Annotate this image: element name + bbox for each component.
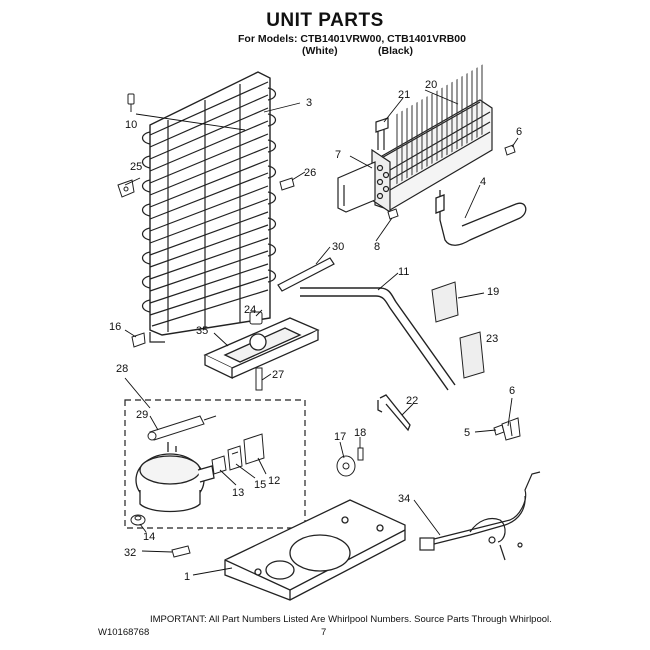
- callout-18: 18: [354, 427, 366, 439]
- base-plate-part-1: [224, 499, 406, 601]
- bracket-part-25: [117, 179, 135, 198]
- fan-condenser-assembly: [371, 62, 493, 214]
- models-line: For Models: CTB1401VRW00, CTB1401VRB00: [238, 33, 466, 45]
- relay-part-15: [227, 445, 243, 471]
- callout-1: 1: [184, 571, 190, 583]
- wire-harness-part-34: [419, 471, 541, 561]
- condenser-coil: [141, 71, 277, 343]
- compressor: [135, 442, 215, 513]
- compressor-group-box: [124, 399, 306, 529]
- grommet-part-14: [130, 514, 146, 526]
- color-black-label: (Black): [378, 45, 414, 57]
- color-white-label: (White): [302, 45, 338, 57]
- fan-blade-part-17: [336, 455, 356, 477]
- screw-part-6-upper: [504, 144, 516, 156]
- gasket-part-19: [431, 281, 459, 323]
- gasket-part-23: [459, 331, 485, 379]
- callout-14: 14: [143, 531, 155, 543]
- callout-19: 19: [487, 286, 499, 298]
- callout-23: 23: [486, 333, 498, 345]
- callout-26: 26: [304, 167, 316, 179]
- callout-22: 22: [406, 395, 418, 407]
- tie-part-32: [171, 545, 191, 558]
- callout-6a: 6: [516, 126, 522, 138]
- callout-20: 20: [425, 79, 437, 91]
- overload-part-13: [211, 455, 227, 475]
- screw-part-8: [387, 208, 399, 220]
- page-title: UNIT PARTS: [266, 10, 384, 31]
- callout-32: 32: [124, 547, 136, 559]
- fitting-part-24: [249, 311, 263, 325]
- screw-part-18: [357, 447, 364, 461]
- callout-34: 34: [398, 493, 410, 505]
- tube-part-21: [375, 117, 389, 150]
- bracket-part-7: [337, 161, 376, 213]
- callout-35: 35: [196, 325, 208, 337]
- callout-11: 11: [398, 266, 409, 278]
- callout-30: 30: [332, 241, 344, 253]
- tube-part-27: [255, 367, 263, 391]
- callout-21: 21: [398, 89, 410, 101]
- footer-doc-number: W10168768: [98, 627, 150, 638]
- tube-part-11: [300, 287, 456, 391]
- callout-13: 13: [232, 487, 244, 499]
- callout-29: 29: [136, 409, 148, 421]
- leader-lines: [124, 89, 519, 576]
- drain-pan-part-35: [203, 317, 320, 380]
- relay-part-29: [147, 415, 217, 441]
- callout-3: 3: [306, 97, 312, 109]
- cover-part-12: [243, 433, 265, 465]
- callout-8: 8: [374, 241, 380, 253]
- footer-page-number: 7: [321, 627, 327, 638]
- callout-27: 27: [272, 369, 284, 381]
- screw-part-10: [127, 93, 135, 112]
- footer-notice: IMPORTANT: All Part Numbers Listed Are W…: [150, 614, 552, 625]
- callout-5: 5: [464, 427, 470, 439]
- callout-16: 16: [109, 321, 121, 333]
- callout-25: 25: [130, 161, 142, 173]
- callout-10: 10: [125, 119, 137, 131]
- clip-part-16: [131, 332, 146, 348]
- callout-28: 28: [116, 363, 128, 375]
- bracket-part-22: [377, 394, 411, 432]
- heater-part-4: [435, 190, 527, 246]
- callout-4: 4: [480, 176, 486, 188]
- callout-12: 12: [268, 475, 280, 487]
- callout-24: 24: [244, 304, 256, 316]
- screw-part-26: [279, 177, 295, 191]
- callout-17: 17: [334, 431, 346, 443]
- tube-part-30: [277, 257, 335, 292]
- clip-part-5: [501, 417, 521, 441]
- callout-6b: 6: [509, 385, 515, 397]
- callout-15: 15: [254, 479, 266, 491]
- callout-7: 7: [335, 149, 341, 161]
